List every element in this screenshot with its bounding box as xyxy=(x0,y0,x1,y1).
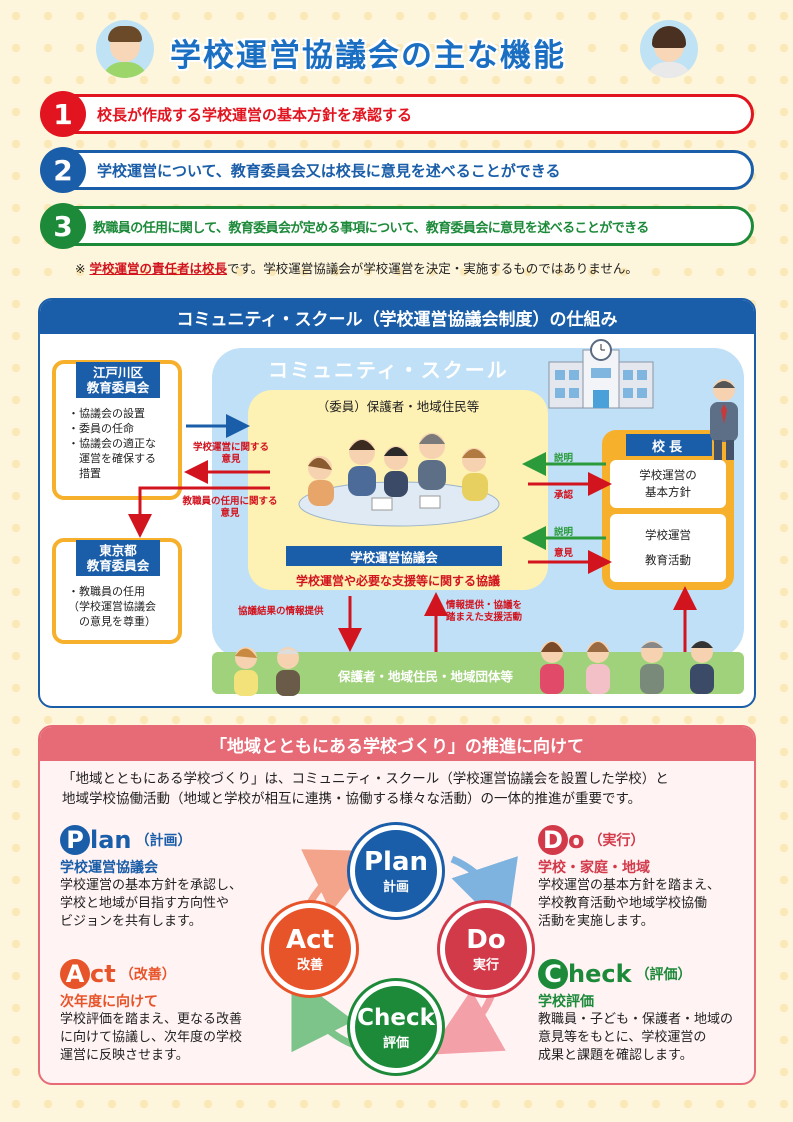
pdca-panel: 「地域とともにある学校づくり」の推進に向けて 「地域とともにある学校づくり」は、… xyxy=(38,725,756,1085)
tokyo-board-list: ・教職員の任用 （学校運営協議会 の意見を尊重） xyxy=(58,578,178,629)
meeting-illustration-icon xyxy=(298,433,500,527)
act-subtitle: 次年度に向けて xyxy=(60,994,158,1010)
flow-arrows xyxy=(128,414,697,652)
function-3-bar: 教職員の任用に関して、教育委員会が定める事項について、教育委員会に意見を述べるこ… xyxy=(62,206,754,246)
check-description: 教職員・子ども・保護者・地域の意見等をもとに、学校運営の成果と課題を確認します。 xyxy=(538,1012,734,1063)
function-1-number: 1 xyxy=(40,91,86,137)
function-3-text: 教職員の任用に関して、教育委員会が定める事項について、教育委員会に意見を述べるこ… xyxy=(93,220,649,236)
arrow-label-opinion: 意見 xyxy=(554,548,574,559)
principal-title: 校長 xyxy=(626,434,712,456)
list-item: ・委員の任命 xyxy=(68,422,134,435)
pdca-header: 「地域とともにある学校づくり」の推進に向けて xyxy=(40,727,754,761)
check-subtitle: 学校評価 xyxy=(538,994,594,1010)
council-topic: 学校運営や必要な支援等に関する協議 xyxy=(295,574,500,588)
list-item: ・協議会の設置 xyxy=(68,407,145,420)
arrow-label-explain-1: 説明 xyxy=(554,453,574,464)
principal-figure-icon xyxy=(710,379,738,460)
council-name: 学校運営協議会 xyxy=(286,546,502,566)
community-school-panel: コミュニティ・スクール（学校運営協議会制度）の仕組み コミュニティ・スクール （… xyxy=(38,298,756,708)
function-1-bar: 校長が作成する学校運営の基本方針を承認する xyxy=(62,94,754,134)
community-school-label: コミュニティ・スクール xyxy=(268,358,509,382)
arrow-label-school-opinion: 学校運営に関する意見 xyxy=(192,442,269,465)
function-1-text: 校長が作成する学校運営の基本方針を承認する xyxy=(97,105,413,124)
arrow-label-approve: 承認 xyxy=(554,490,574,501)
principal-policy: 学校運営の基本方針 xyxy=(610,460,726,508)
list-item: ・教職員の任用 xyxy=(68,585,145,598)
community-school-header: コミュニティ・スクール（学校運営協議会制度）の仕組み xyxy=(40,300,754,334)
function-2-bar: 学校運営について、教育委員会又は校長に意見を述べることができる xyxy=(62,150,754,190)
list-item: 運営を確保する xyxy=(68,452,156,465)
woman-avatar-icon xyxy=(640,20,698,78)
plan-subtitle: 学校運営協議会 xyxy=(60,860,158,876)
note-mark: ※ xyxy=(75,261,86,276)
arrow-label-staff-opinion: 教職員の任用に関する意見 xyxy=(182,496,278,519)
community-label: 保護者・地域住民・地域団体等 xyxy=(338,669,514,684)
page-title: 学校運営協議会の主な機能 xyxy=(170,38,566,74)
function-2-text: 学校運営について、教育委員会又は校長に意見を述べることができる xyxy=(97,161,561,180)
pdca-intro: 「地域とともにある学校づくり」は、コミュニティ・スクール（学校運営協議会を設置し… xyxy=(62,771,669,807)
arrow-label-info-result: 協議結果の情報提供 xyxy=(238,606,324,617)
residents-right-icon xyxy=(540,641,714,694)
note-highlight: 学校運営の責任者は校長 xyxy=(89,261,227,276)
principal-operations: 学校運営教育活動 xyxy=(610,514,726,582)
function-3-number: 3 xyxy=(40,203,86,249)
arrow-label-support: 情報提供・協議を踏まえた支援活動 xyxy=(446,600,523,623)
note-rest: です。学校運営協議会が学校運営を決定・実施するものではありません。 xyxy=(226,261,638,276)
do-description: 学校運営の基本方針を踏まえ、学校教育活動や地域学校協働活動を実施します。 xyxy=(538,878,721,929)
list-item: （学校運営協議会 xyxy=(68,600,156,613)
plan-description: 学校運営の基本方針を承認し、学校と地域が目指す方向性やビジョンを共有します。 xyxy=(60,878,243,929)
residents-left-icon xyxy=(234,647,300,696)
boy-avatar-icon xyxy=(96,20,154,78)
edogawa-board-title: 江戸川区教育委員会 xyxy=(76,362,160,398)
list-item: の意見を尊重） xyxy=(68,615,156,628)
list-item: ・協議会の適正な xyxy=(68,437,156,450)
act-description: 学校評価を踏まえ、更なる改善に向けて協議し、次年度の学校運営に反映させます。 xyxy=(60,1012,243,1063)
do-subtitle: 学校・家庭・地域 xyxy=(538,860,650,876)
edogawa-board-list: ・協議会の設置 ・委員の任命 ・協議会の適正な 運営を確保する 措置 xyxy=(58,400,178,481)
check-letter-icon: C xyxy=(538,959,568,989)
act-letter-icon: A xyxy=(60,959,90,989)
council-members-label: （委員）保護者・地域住民等 xyxy=(316,399,480,414)
school-building-icon xyxy=(548,339,654,409)
plan-letter-icon: P xyxy=(60,825,90,855)
responsibility-note: ※ 学校運営の責任者は校長です。学校運営協議会が学校運営を決定・実施するものでは… xyxy=(75,258,638,277)
arrow-label-explain-2: 説明 xyxy=(554,527,574,538)
tokyo-board-title: 東京都教育委員会 xyxy=(76,540,160,576)
do-letter-icon: D xyxy=(538,825,568,855)
list-item: 措置 xyxy=(68,467,101,480)
function-2-number: 2 xyxy=(40,147,86,193)
